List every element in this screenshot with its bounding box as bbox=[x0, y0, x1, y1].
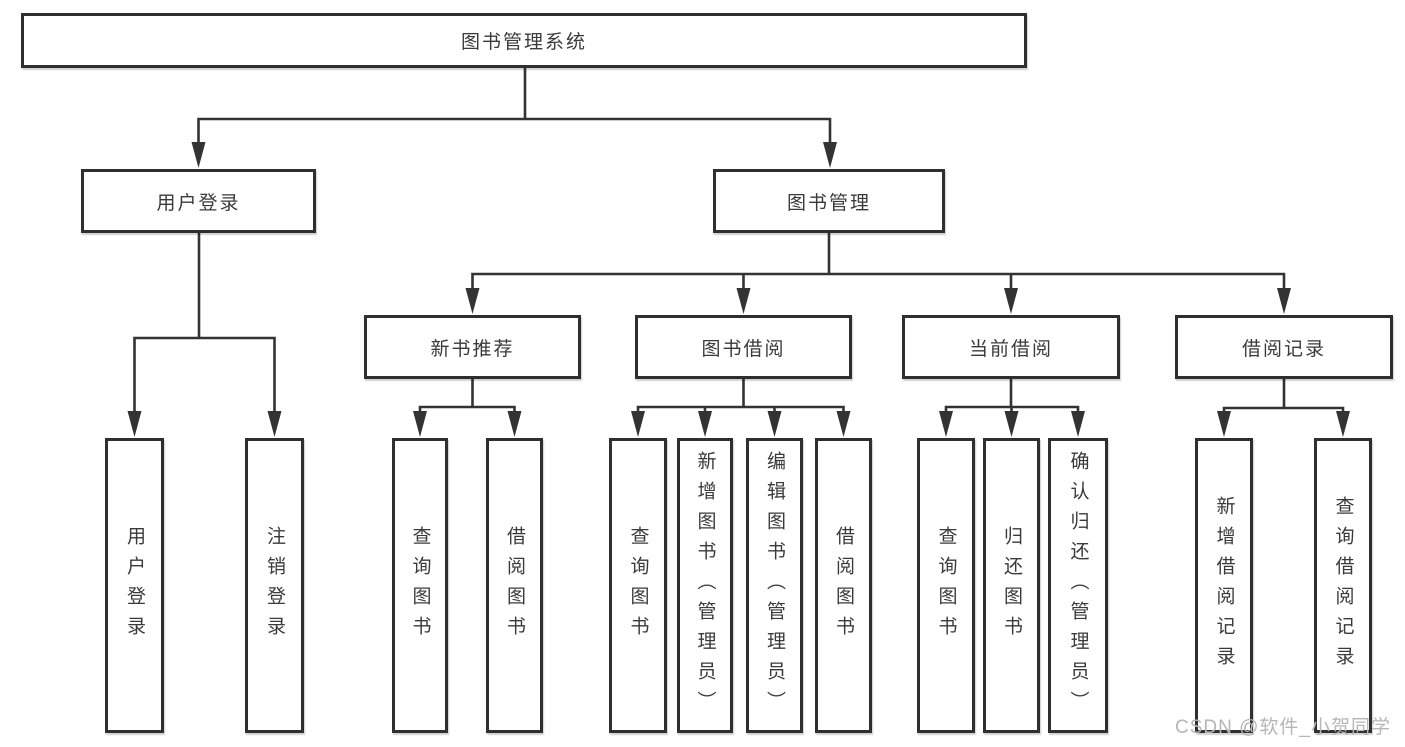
node-leaf-borrow-books-1: 借阅图书 bbox=[486, 438, 543, 733]
node-leaf-user-login: 用户登录 bbox=[105, 438, 164, 733]
node-label: 当前借阅 bbox=[968, 338, 1053, 360]
node-label: 用户登录 bbox=[156, 192, 241, 214]
node-label: 查询借阅记录 bbox=[1332, 495, 1354, 676]
node-label: 用户登录 bbox=[124, 525, 145, 646]
node-label: 借阅图书 bbox=[833, 525, 854, 646]
node-library-management-system: 图书管理系统 bbox=[21, 13, 1027, 68]
node-label: 新增图书（管理员） bbox=[694, 450, 716, 721]
node-leaf-confirm-return-admin: 确认归还（管理员） bbox=[1048, 438, 1108, 733]
node-user-login: 用户登录 bbox=[81, 169, 316, 233]
node-label: 图书管理 bbox=[786, 192, 871, 214]
node-label: 查询图书 bbox=[409, 525, 431, 646]
node-leaf-return-book: 归还图书 bbox=[983, 438, 1040, 733]
node-leaf-query-books-2: 查询图书 bbox=[609, 438, 667, 733]
node-label: 查询图书 bbox=[627, 525, 649, 646]
node-label: 借阅图书 bbox=[504, 525, 525, 646]
node-label: 编辑图书（管理员） bbox=[764, 450, 785, 721]
node-label: 图书借阅 bbox=[701, 338, 786, 360]
node-label: 归还图书 bbox=[1001, 525, 1022, 646]
node-label: 确认归还（管理员） bbox=[1067, 450, 1089, 721]
node-new-book-recommend: 新书推荐 bbox=[364, 315, 581, 379]
node-current-borrowing: 当前借阅 bbox=[902, 315, 1120, 379]
node-leaf-add-borrow-record: 新增借阅记录 bbox=[1195, 438, 1253, 733]
node-leaf-query-books-1: 查询图书 bbox=[392, 438, 448, 733]
node-label: 图书管理系统 bbox=[460, 32, 587, 53]
node-book-management: 图书管理 bbox=[713, 169, 945, 233]
node-label: 新增借阅记录 bbox=[1213, 495, 1235, 676]
node-book-borrowing: 图书借阅 bbox=[635, 315, 852, 379]
node-leaf-add-book-admin: 新增图书（管理员） bbox=[677, 438, 733, 733]
node-label: 注销登录 bbox=[264, 525, 285, 646]
node-label: 查询图书 bbox=[935, 525, 957, 646]
node-leaf-borrow-books-2: 借阅图书 bbox=[815, 438, 872, 733]
node-label: 借阅记录 bbox=[1241, 338, 1326, 360]
node-borrowing-records: 借阅记录 bbox=[1175, 315, 1393, 379]
node-leaf-query-books-3: 查询图书 bbox=[917, 438, 975, 733]
node-label: 新书推荐 bbox=[430, 338, 515, 360]
node-leaf-logout: 注销登录 bbox=[245, 438, 304, 733]
node-leaf-edit-book-admin: 编辑图书（管理员） bbox=[746, 438, 803, 733]
node-leaf-query-borrow-record: 查询借阅记录 bbox=[1314, 438, 1372, 733]
